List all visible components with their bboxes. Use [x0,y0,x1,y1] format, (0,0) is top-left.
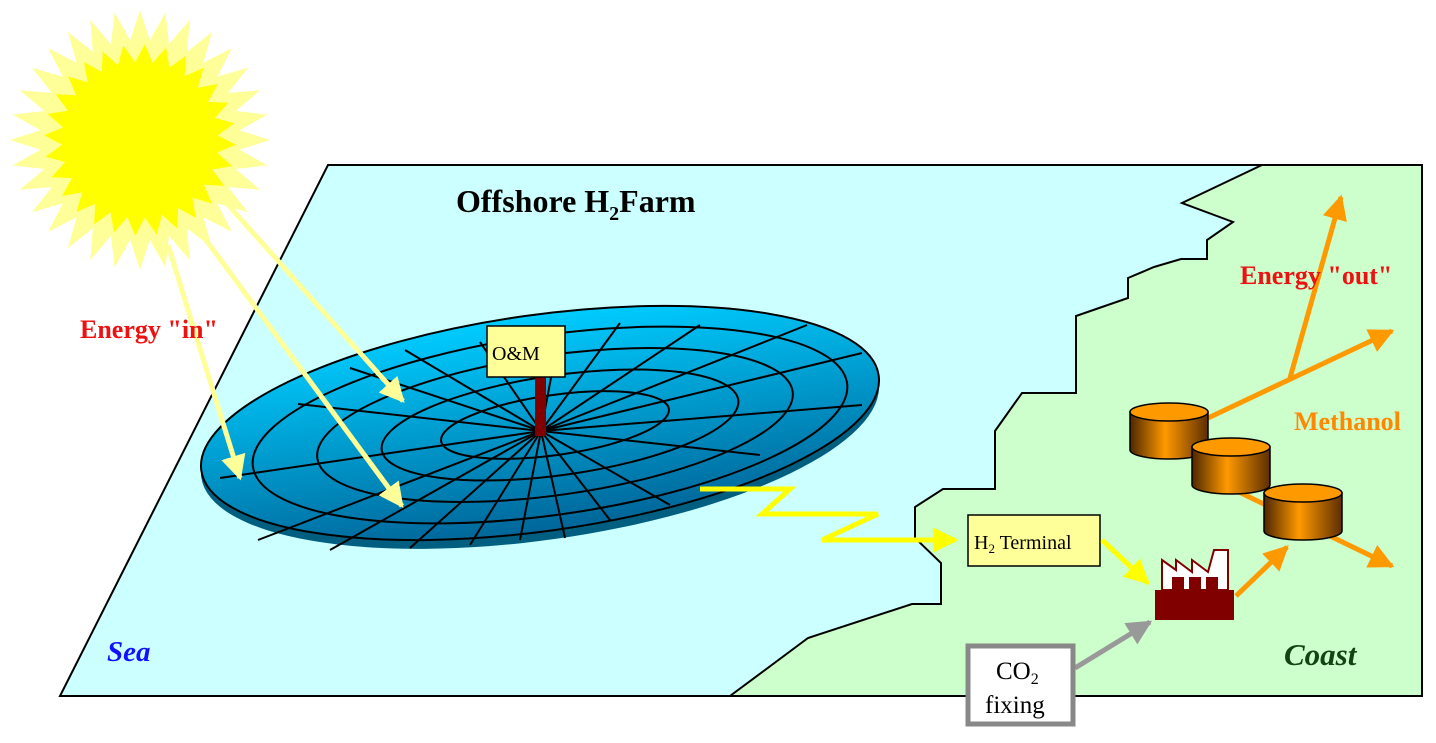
farm-spoke [540,430,671,506]
farm-spoke [519,430,542,541]
methanol-tank [1263,483,1343,541]
farm-spoke [540,324,808,432]
sun-ray-arrow [220,196,405,403]
diagram-title: Offshore H2Farm [456,183,696,225]
farm-spoke [219,430,542,479]
coast-label: Coast [1284,637,1358,672]
methanol-label: Methanol [1294,407,1401,436]
energy-out-arrow-up [1287,194,1347,379]
sun-ray-arrow [165,244,246,481]
coast-area [726,164,1423,697]
h2-terminal-label: H2 Terminal [974,532,1072,556]
terminal-to-factory-arrow [1100,538,1150,585]
sun-ray-arrow [192,223,405,509]
farm-spoke [540,430,566,539]
farm-spoke [297,403,542,432]
farm-spoke [329,430,542,551]
energy-out-label: Energy "out" [1240,261,1392,290]
co2-fixing-box [965,643,1076,727]
co2-label: CO2 [996,658,1039,688]
h2-pipeline-arrow [700,486,959,553]
farm-spoke [409,430,542,549]
farm-spoke [540,430,761,456]
om-mast [535,376,546,436]
om-box [486,325,566,378]
farm-spoke [404,349,542,432]
sea-label: Sea [107,636,151,668]
methanol-tank [1129,402,1209,460]
energy-out-arrow-right [1206,328,1395,421]
h2-terminal-box [967,514,1101,567]
farm-spoke [540,352,863,432]
factory-icon [1155,549,1234,620]
farm-spoke [540,430,611,521]
co2-fixing-label: fixing [985,692,1045,719]
farm-spoke [469,430,542,546]
om-label: O&M [492,343,540,365]
methanol-tank [1191,437,1271,495]
farm-spoke [540,404,863,432]
methanol-tanks [1129,402,1343,541]
sun-icon [10,10,270,270]
farm-spoke [540,322,621,432]
co2-to-factory-arrow [1073,619,1153,671]
factory-to-tanks-arrow [1234,545,1289,598]
energy-in-arrows [165,196,405,509]
energy-in-label: Energy "in" [80,315,218,344]
farm-spoke [540,324,701,432]
